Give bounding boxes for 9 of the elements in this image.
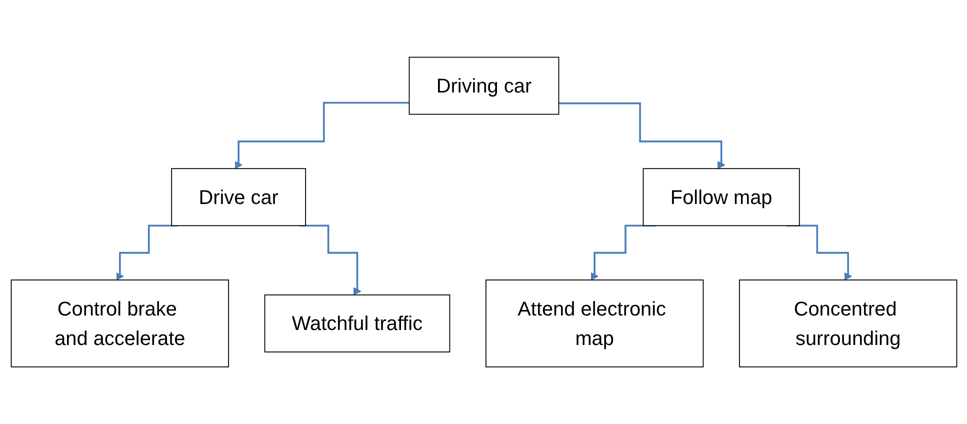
- node-box: Follow map: [642, 168, 800, 226]
- node-box: Driving car: [408, 56, 559, 115]
- arrow: [558, 102, 725, 169]
- arrow: [234, 102, 409, 169]
- node-box: Control brake and accelerate: [10, 279, 228, 368]
- node-box: Attend electronic map: [484, 279, 704, 368]
- node-box: Drive car: [170, 168, 306, 226]
- node-box: Concentred surrounding: [738, 279, 957, 368]
- node-box: Watchful traffic: [264, 294, 450, 352]
